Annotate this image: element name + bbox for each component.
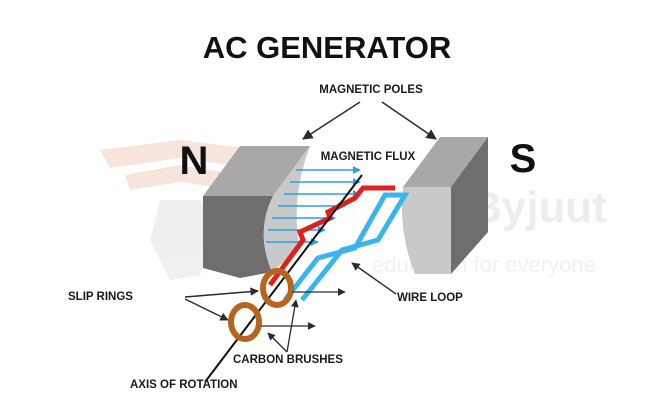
slip-rings-label: SLIP RINGS (68, 291, 133, 303)
magnetic-poles-label: MAGNETIC POLES (319, 84, 423, 96)
wire-loop-pointer (351, 262, 397, 295)
wire-loop-blue (283, 192, 410, 302)
carbon-brushes-pointer (267, 332, 288, 353)
wire-loop-red (267, 185, 395, 287)
slip-rings-pointer (184, 298, 229, 321)
axis-of-rotation-line (204, 174, 363, 383)
slip-ring-lower (228, 302, 262, 342)
watermark: Byjuut education for everyone (100, 140, 607, 280)
wire-loop (267, 185, 410, 302)
axis-of-rotation-label: AXIS OF ROTATION (130, 379, 238, 391)
north-magnet (203, 146, 310, 278)
wire-loop-label: WIRE LOOP (397, 292, 463, 304)
magnetic-poles-pointer (302, 101, 361, 140)
south-pole-label: S (510, 137, 537, 181)
watermark-tagline: education for everyone (372, 252, 596, 277)
diagram-title: AC GENERATOR (203, 30, 452, 65)
south-magnet (401, 137, 488, 274)
watermark-brand: Byjuut (470, 183, 607, 232)
magnetic-flux-lines (266, 166, 361, 246)
slip-ring-upper (260, 268, 294, 308)
watermark-logo-icon (100, 140, 260, 280)
magnetic-flux-label: MAGNETIC FLUX (321, 151, 416, 163)
magnetic-poles-pointer (381, 101, 437, 140)
slip-rings (228, 268, 294, 342)
carbon-brushes-pointer (286, 299, 299, 353)
carbon-brushes-label: CARBON BRUSHES (233, 354, 343, 366)
slip-rings-pointer (184, 287, 259, 298)
north-pole-label: N (180, 139, 209, 183)
